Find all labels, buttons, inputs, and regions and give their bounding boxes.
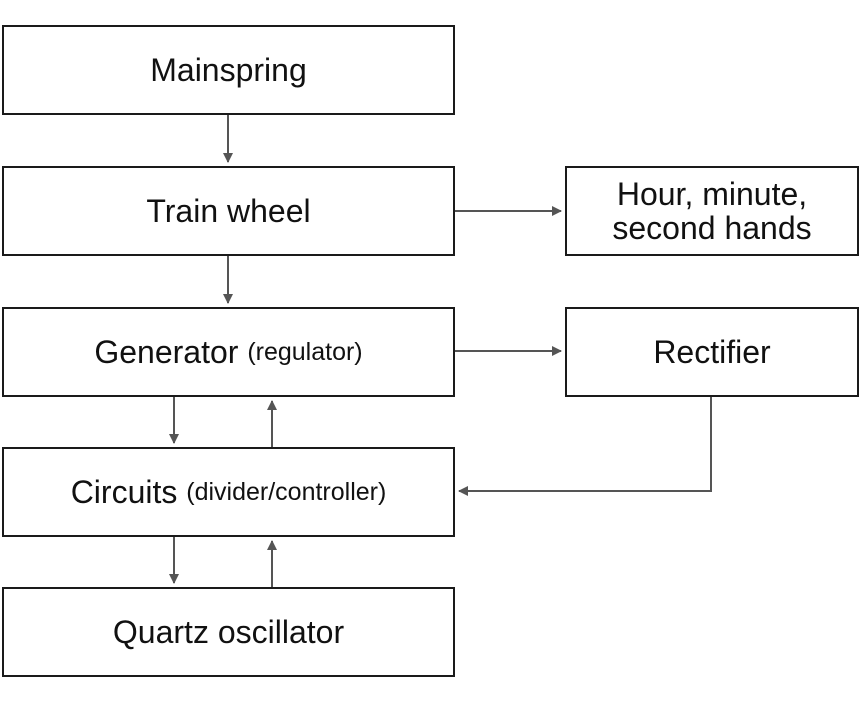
train-wheel-box: Train wheel (2, 166, 455, 256)
hands-label-line2: second hands (612, 210, 812, 246)
train-wheel-label: Train wheel (146, 192, 311, 229)
generator-label: Generator (94, 333, 239, 370)
quartz-oscillator-box: Quartz oscillator (2, 587, 455, 677)
mainspring-box: Mainspring (2, 25, 455, 115)
rectifier-box: Rectifier (565, 307, 859, 397)
quartz-oscillator-label: Quartz oscillator (112, 613, 345, 650)
circuits-box: Circuits (divider/controller) (2, 447, 455, 537)
generator-box: Generator (regulator) (2, 307, 455, 397)
rectifier-label: Rectifier (653, 333, 771, 370)
circuits-sublabel: (divider/controller) (186, 477, 387, 506)
generator-sublabel: (regulator) (247, 337, 363, 366)
hands-box: Hour, minute, second hands (565, 166, 859, 256)
circuits-label: Circuits (70, 473, 178, 510)
hands-label-line1: Hour, minute, (616, 176, 808, 212)
arrow-rectifier-to-circuits (458, 397, 712, 496)
mainspring-label: Mainspring (150, 51, 307, 88)
